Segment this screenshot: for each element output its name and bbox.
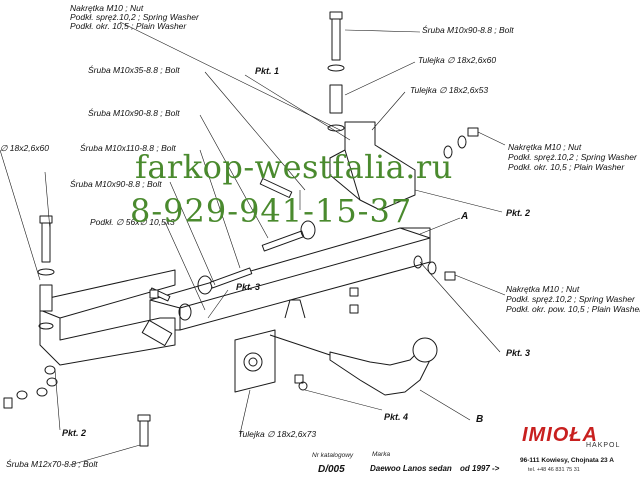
label-nut-right1: Nakrętka M10 ; Nut <box>508 142 582 152</box>
tow-ball <box>412 337 438 363</box>
label-bolt-90-top: Śruba M10x90-8.8 ; Bolt <box>422 25 514 35</box>
label-washer-top-plain: Podkł. okr. 10,5 ; Plain Washer <box>70 21 187 31</box>
point-2-left: Pkt. 2 <box>62 428 87 438</box>
label-bolt-90-left: Śruba M10x90-8.8 ; Bolt <box>70 179 162 189</box>
catalog-code: D/005 <box>318 464 345 475</box>
point-3-right: Pkt. 3 <box>506 348 531 358</box>
catalog-marka-key: Marka <box>372 451 391 458</box>
point-1: Pkt. 1 <box>255 66 280 76</box>
label-washer-56: Podkł. ∅ 56x∅ 10,5x3 <box>90 217 175 227</box>
catalog-nr-key: Nr katalogowy <box>312 452 354 459</box>
point-2-right: Pkt. 2 <box>506 208 531 218</box>
label-bolt-110: Śruba M10x110-8.8 ; Bolt <box>80 143 176 153</box>
label-washer-right2-plain: Podkł. okr. pow. 10,5 ; Plain Washer <box>506 304 640 314</box>
label-washer-top-spring: Podkł. spręż.10,2 ; Spring Washer <box>70 12 199 22</box>
right-bracket <box>344 121 416 211</box>
letter-b: B <box>476 414 484 425</box>
tow-ball-arm <box>329 351 431 396</box>
catalog-year: od 1997 -> <box>460 464 500 473</box>
label-bolt-70: Śruba M12x70-8.8 ; Bolt <box>6 459 98 469</box>
label-sleeve-60-top: Tulejka ∅ 18x2,6x60 <box>418 55 497 65</box>
label-sleeve-73: Tulejka ∅ 18x2,6x73 <box>238 429 317 439</box>
label-washer-right1-plain: Podkł. okr. 10,5 ; Plain Washer <box>508 162 625 172</box>
company-tel: tel. +48 46 831 75 31 <box>528 467 580 473</box>
left-bracket <box>39 269 176 366</box>
catalog-model: Daewoo Lanos sedan <box>370 464 452 473</box>
bolt-vertical-top <box>331 17 341 61</box>
label-sleeve-53: Tulejka ∅ 18x2,6x53 <box>410 85 489 95</box>
company-sub: HAKPOL <box>586 442 621 449</box>
point-3-mid: Pkt. 3 <box>236 282 261 292</box>
company-address: 96-111 Kowiesy, Chojnata 23 A <box>520 457 614 464</box>
label-bolt-90-mid: Śruba M10x90-8.8 ; Bolt <box>88 108 180 118</box>
socket-plate <box>234 329 276 393</box>
watermark-site: farkop-westfalia.ru <box>135 148 453 186</box>
label-washer-right2-spring: Podkł. spręż.10,2 ; Spring Washer <box>506 294 635 304</box>
bolt-vertical-left <box>41 221 51 263</box>
company-logo: IMIOŁA <box>522 424 598 446</box>
label-nut-top: Nakrętka M10 ; Nut <box>70 3 144 13</box>
watermark-phone: 8-929-941-15-37 <box>130 192 413 230</box>
label-bolt-35: Śruba M10x35-8.8 ; Bolt <box>88 65 180 75</box>
point-4: Pkt. 4 <box>384 412 409 422</box>
label-washer-right1-spring: Podkł. spręż.10,2 ; Spring Washer <box>508 152 637 162</box>
crossbar <box>149 227 431 331</box>
letter-a: A <box>461 211 469 222</box>
label-sleeve-60-left: ∅ 18x2,6x60 <box>0 143 49 153</box>
label-nut-right2: Nakrętka M10 ; Nut <box>506 284 580 294</box>
